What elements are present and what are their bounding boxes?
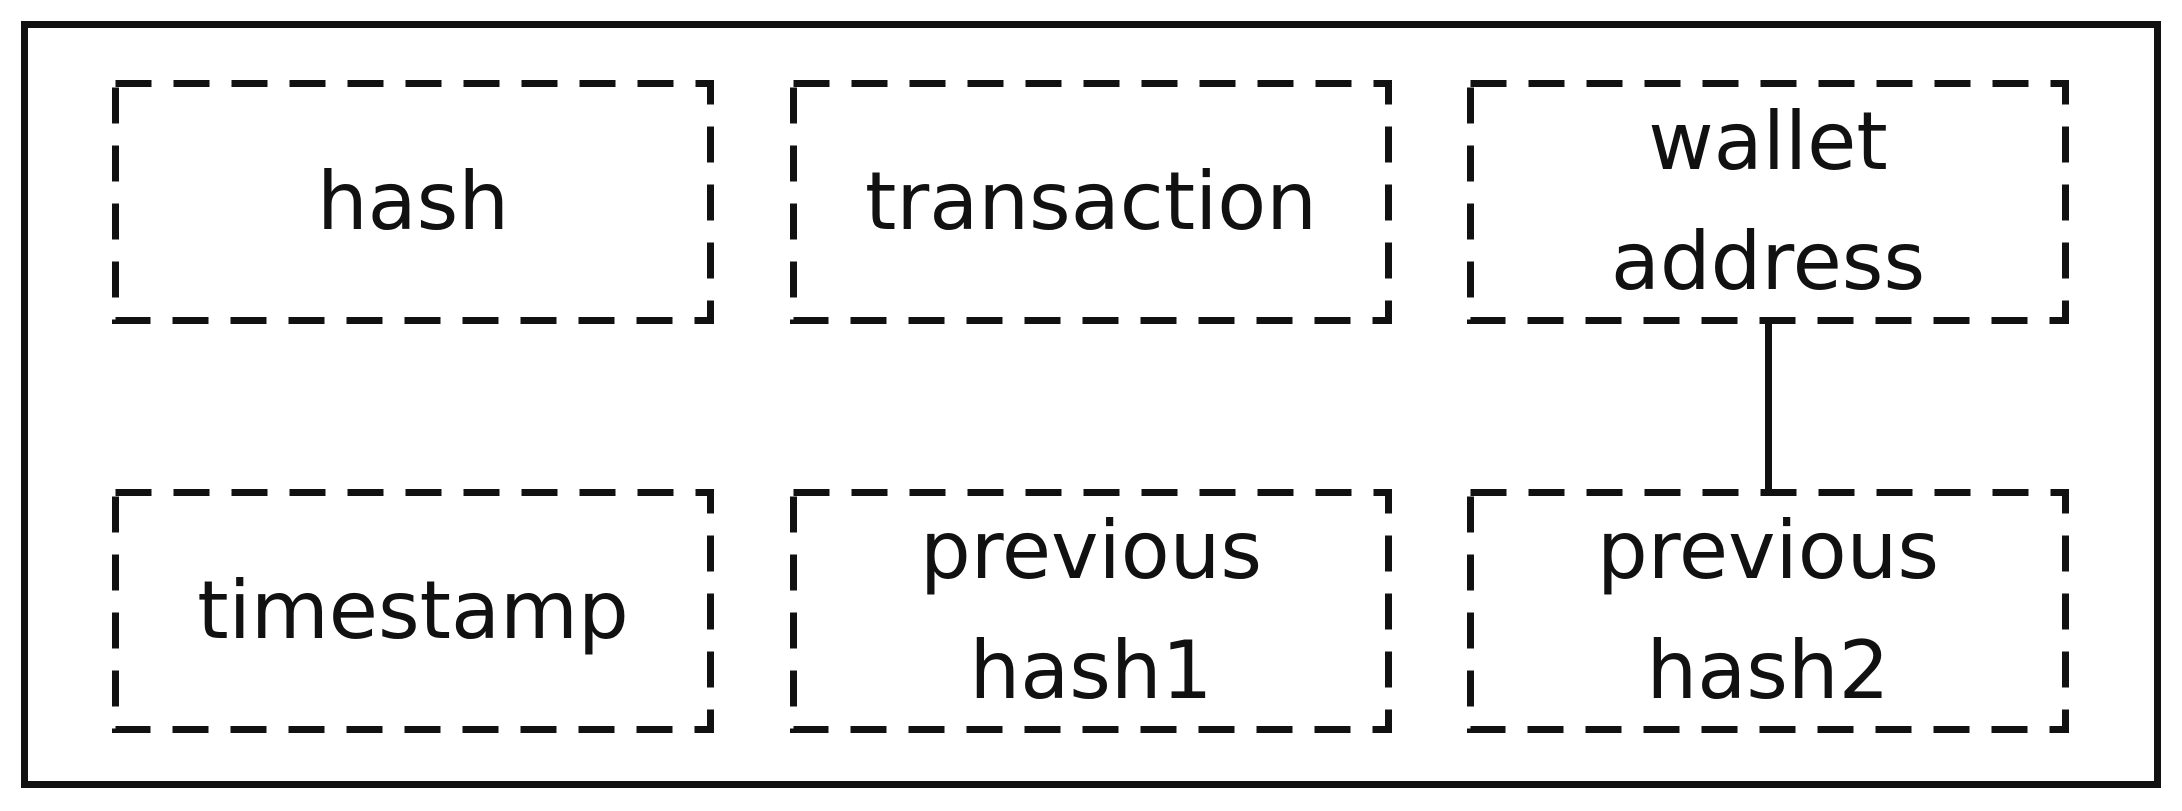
block-frame bbox=[21, 21, 2161, 788]
transaction-label: transaction bbox=[865, 155, 1317, 248]
previous-hash2-label-line2: hash2 bbox=[1646, 624, 1890, 717]
dashed-border bbox=[1467, 489, 2069, 733]
dashed-border bbox=[1467, 80, 2069, 324]
wallet-address-label-line1: wallet bbox=[1648, 95, 1888, 188]
previous-hash1-field-box: previous hash1 bbox=[790, 489, 1392, 733]
wallet-address-field-box: wallet address bbox=[1467, 80, 2069, 324]
dashed-border bbox=[790, 80, 1392, 324]
transaction-field-box: transaction bbox=[790, 80, 1392, 324]
previous-hash1-label-line2: hash1 bbox=[969, 624, 1213, 717]
dashed-border bbox=[112, 489, 714, 733]
dashed-border bbox=[790, 489, 1392, 733]
timestamp-label: timestamp bbox=[197, 564, 629, 657]
timestamp-field-box: timestamp bbox=[112, 489, 714, 733]
previous-hash2-field-box: previous hash2 bbox=[1467, 489, 2069, 733]
previous-hash1-label-line1: previous bbox=[919, 504, 1263, 597]
wallet-to-previous-hash2-connector bbox=[1765, 322, 1772, 491]
wallet-address-label-line2: address bbox=[1610, 215, 1926, 308]
previous-hash2-label-line1: previous bbox=[1596, 504, 1940, 597]
hash-label: hash bbox=[316, 155, 510, 248]
dashed-border bbox=[112, 80, 714, 324]
hash-field-box: hash bbox=[112, 80, 714, 324]
